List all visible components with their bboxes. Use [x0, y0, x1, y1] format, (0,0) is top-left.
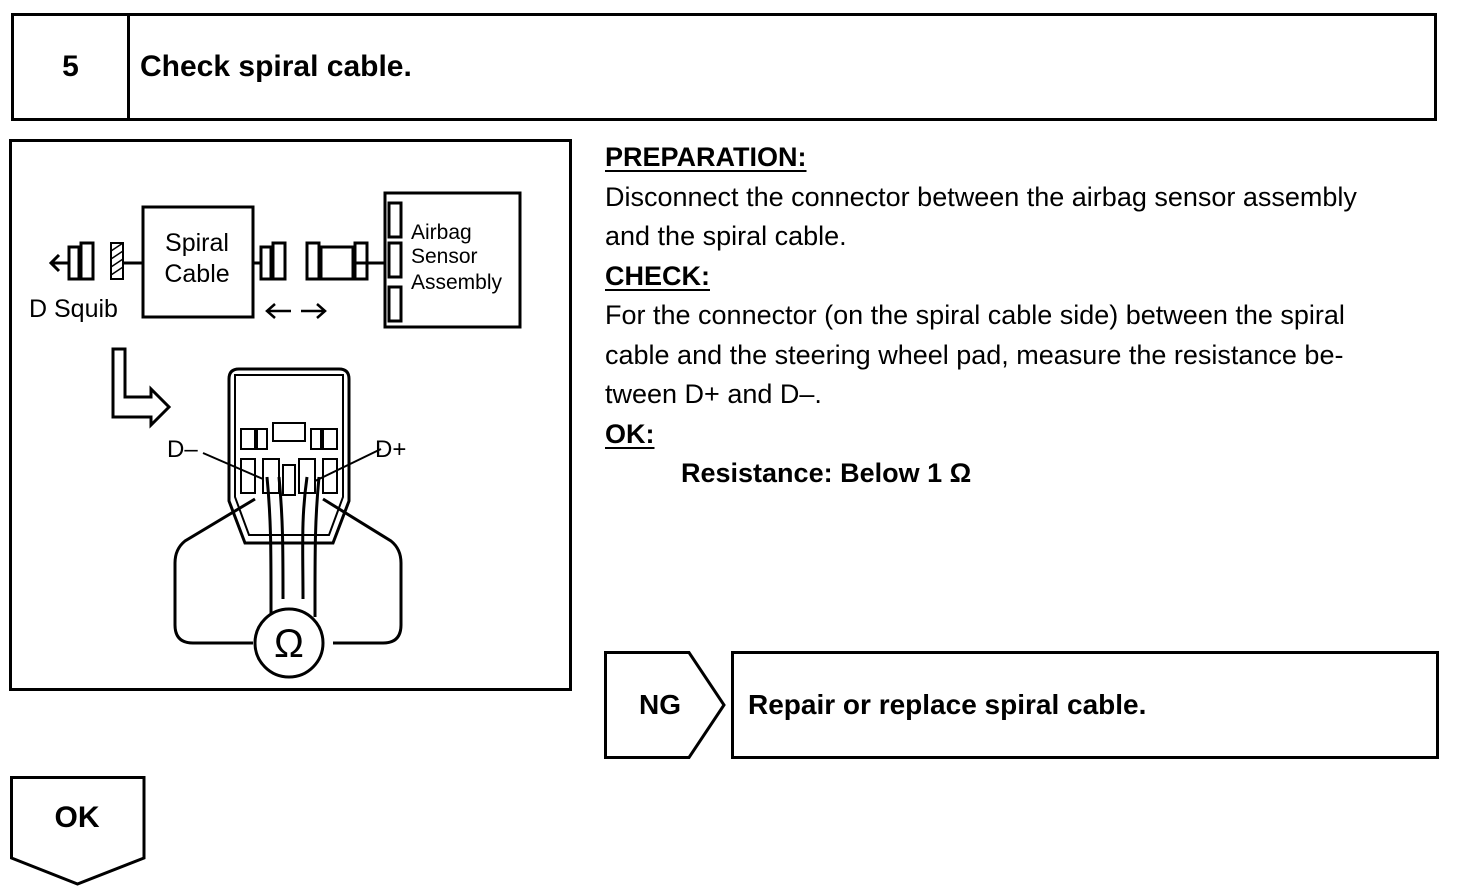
ng-flag-shape — [604, 651, 726, 759]
squib-connector — [48, 241, 143, 281]
d-plus-leader — [314, 448, 382, 482]
sensor-pins — [387, 201, 403, 323]
check-line-2: cable and the steering wheel pad, measur… — [605, 339, 1344, 370]
ng-label: NG — [639, 689, 681, 720]
wiring-diagram: Spiral Cable Airbag Sensor Assembly D Sq… — [9, 139, 572, 691]
step-header: 5 Check spiral cable. — [11, 13, 1437, 121]
spiral-cable-label-2: Cable — [164, 260, 229, 288]
d-minus-leader — [202, 452, 264, 480]
airbag-label-2: Sensor — [411, 245, 478, 268]
step-number: 5 — [14, 16, 130, 118]
preparation-heading: PREPARATION: — [605, 142, 807, 172]
airbag-label-3: Assembly — [411, 271, 503, 294]
ng-action-box: Repair or replace spiral cable. — [731, 651, 1439, 759]
ok-spec: Resistance: Below 1 Ω — [681, 458, 972, 488]
meter-circuit — [173, 497, 403, 645]
test-connector — [227, 367, 351, 545]
disconnected-connector — [253, 241, 385, 281]
d-minus-label: D– — [167, 436, 198, 463]
d-squib-label: D Squib — [29, 295, 118, 323]
ohm-symbol: Ω — [274, 622, 304, 666]
ok-flag-shape — [10, 776, 146, 886]
check-heading: CHECK: — [605, 260, 710, 291]
step-title: Check spiral cable. — [140, 50, 412, 83]
airbag-sensor-box — [383, 191, 522, 329]
ok-heading: OK: — [605, 418, 655, 449]
d-plus-label: D+ — [375, 436, 406, 463]
probe-wires — [265, 476, 321, 617]
separate-arrows-icon — [265, 303, 327, 319]
check-line-1: For the connector (on the spiral cable s… — [605, 300, 1345, 330]
check-line-3: tween D+ and D–. — [605, 379, 822, 409]
preparation-line-2: and the spiral cable. — [605, 221, 847, 251]
instructions: PREPARATION: Disconnect the connector be… — [605, 138, 1450, 494]
spiral-cable-label-1: Spiral — [165, 229, 229, 257]
preparation-line-1: Disconnect the connector between the air… — [605, 181, 1357, 212]
bent-arrow-icon — [111, 347, 172, 429]
ok-label: OK — [54, 801, 100, 834]
ohmmeter-icon — [253, 607, 325, 679]
airbag-label-1: Airbag — [411, 221, 472, 244]
figure-frame — [9, 139, 572, 691]
ng-action-text: Repair or replace spiral cable. — [748, 689, 1147, 720]
